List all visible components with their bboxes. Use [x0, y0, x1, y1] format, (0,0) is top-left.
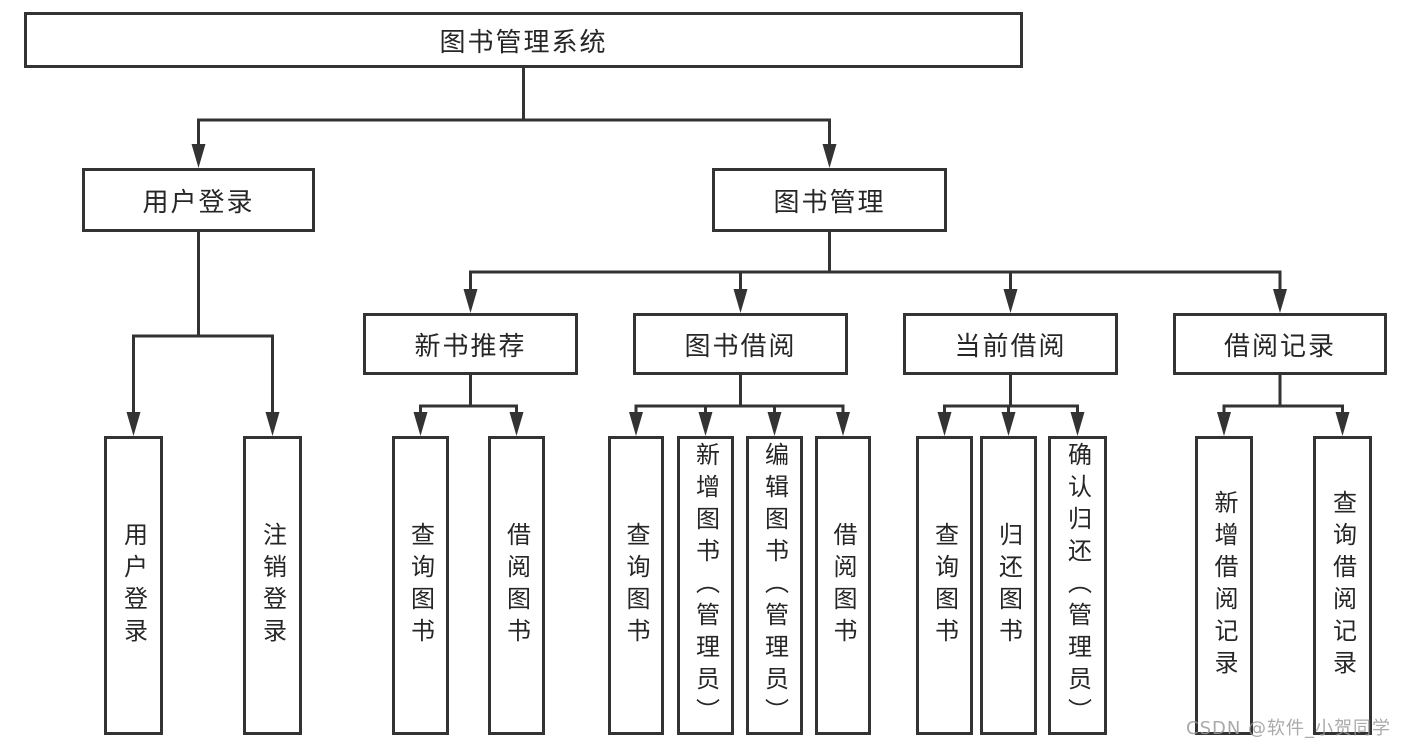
node-borrow-records-label: 借阅记录 — [1223, 331, 1336, 362]
node-current-borrow-label: 当前借阅 — [954, 331, 1067, 362]
leaf-borrow-books: 借阅图书 — [815, 436, 871, 735]
leaf-query-books-recommend: 查询图书 — [392, 436, 449, 735]
leaf-label: 查询借阅记录 — [1328, 489, 1357, 682]
leaf-label: 新增图书（管理员） — [691, 441, 720, 730]
leaf-label: 用户登录 — [119, 521, 148, 650]
leaf-label: 查询图书 — [622, 521, 650, 650]
leaf-label: 查询图书 — [930, 521, 959, 650]
leaf-label: 编辑图书（管理员） — [760, 441, 789, 730]
leaf-return-books: 归还图书 — [980, 436, 1037, 735]
node-user-login-label: 用户登录 — [142, 187, 255, 218]
node-root-label: 图书管理系统 — [439, 27, 608, 58]
csdn-watermark: CSDN @软件_小贺同学 — [1186, 718, 1392, 739]
node-book-borrow: 图书借阅 — [633, 313, 848, 375]
node-current-borrow: 当前借阅 — [903, 313, 1118, 375]
leaf-label: 新增借阅记录 — [1210, 489, 1238, 682]
leaf-label: 确认归还（管理员） — [1063, 441, 1092, 730]
node-new-book-recommend: 新书推荐 — [363, 313, 578, 375]
leaf-label: 查询图书 — [406, 521, 435, 650]
node-user-login: 用户登录 — [82, 168, 315, 232]
leaf-query-books-current: 查询图书 — [916, 436, 973, 735]
leaf-confirm-return-admin: 确认归还（管理员） — [1048, 436, 1107, 735]
leaf-label: 借阅图书 — [829, 521, 857, 650]
leaf-edit-books-admin: 编辑图书（管理员） — [746, 436, 803, 735]
node-borrow-records: 借阅记录 — [1173, 313, 1387, 375]
leaf-logout: 注销登录 — [243, 436, 302, 735]
node-new-book-recommend-label: 新书推荐 — [414, 331, 527, 362]
leaf-label: 归还图书 — [994, 521, 1023, 650]
node-book-management-label: 图书管理 — [773, 187, 886, 218]
leaf-user-login: 用户登录 — [104, 436, 163, 735]
node-book-management: 图书管理 — [712, 168, 947, 232]
leaf-query-borrow-record: 查询借阅记录 — [1313, 436, 1372, 735]
node-root: 图书管理系统 — [24, 12, 1023, 68]
arrowhead-icons — [126, 144, 1350, 436]
leaf-add-books-admin: 新增图书（管理员） — [677, 436, 734, 735]
leaf-add-borrow-record: 新增借阅记录 — [1195, 436, 1253, 735]
leaf-borrow-books-recommend: 借阅图书 — [488, 436, 545, 735]
leaf-label: 借阅图书 — [502, 521, 531, 650]
node-book-borrow-label: 图书借阅 — [684, 331, 797, 362]
leaf-label: 注销登录 — [258, 521, 287, 650]
leaf-query-books-borrow: 查询图书 — [608, 436, 664, 735]
